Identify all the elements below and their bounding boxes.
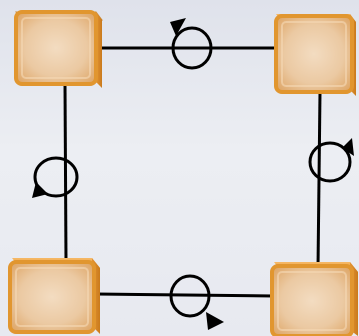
edges	[63, 46, 322, 298]
rotation-arrow-icon	[308, 138, 354, 183]
rotation-arrow-icon	[32, 156, 79, 198]
cube-bottom-right	[270, 262, 358, 336]
cube-top-left	[14, 10, 103, 88]
rotation-arrow-icon	[169, 274, 224, 330]
cube-top-right	[274, 14, 356, 96]
rotation-arrow-icon	[170, 18, 213, 70]
edge-bottom	[95, 292, 275, 298]
edge-right	[316, 91, 322, 269]
nodes	[8, 10, 358, 336]
cube-bottom-left	[8, 258, 100, 334]
edge-left	[63, 83, 68, 263]
rotation-arrows	[32, 18, 354, 330]
